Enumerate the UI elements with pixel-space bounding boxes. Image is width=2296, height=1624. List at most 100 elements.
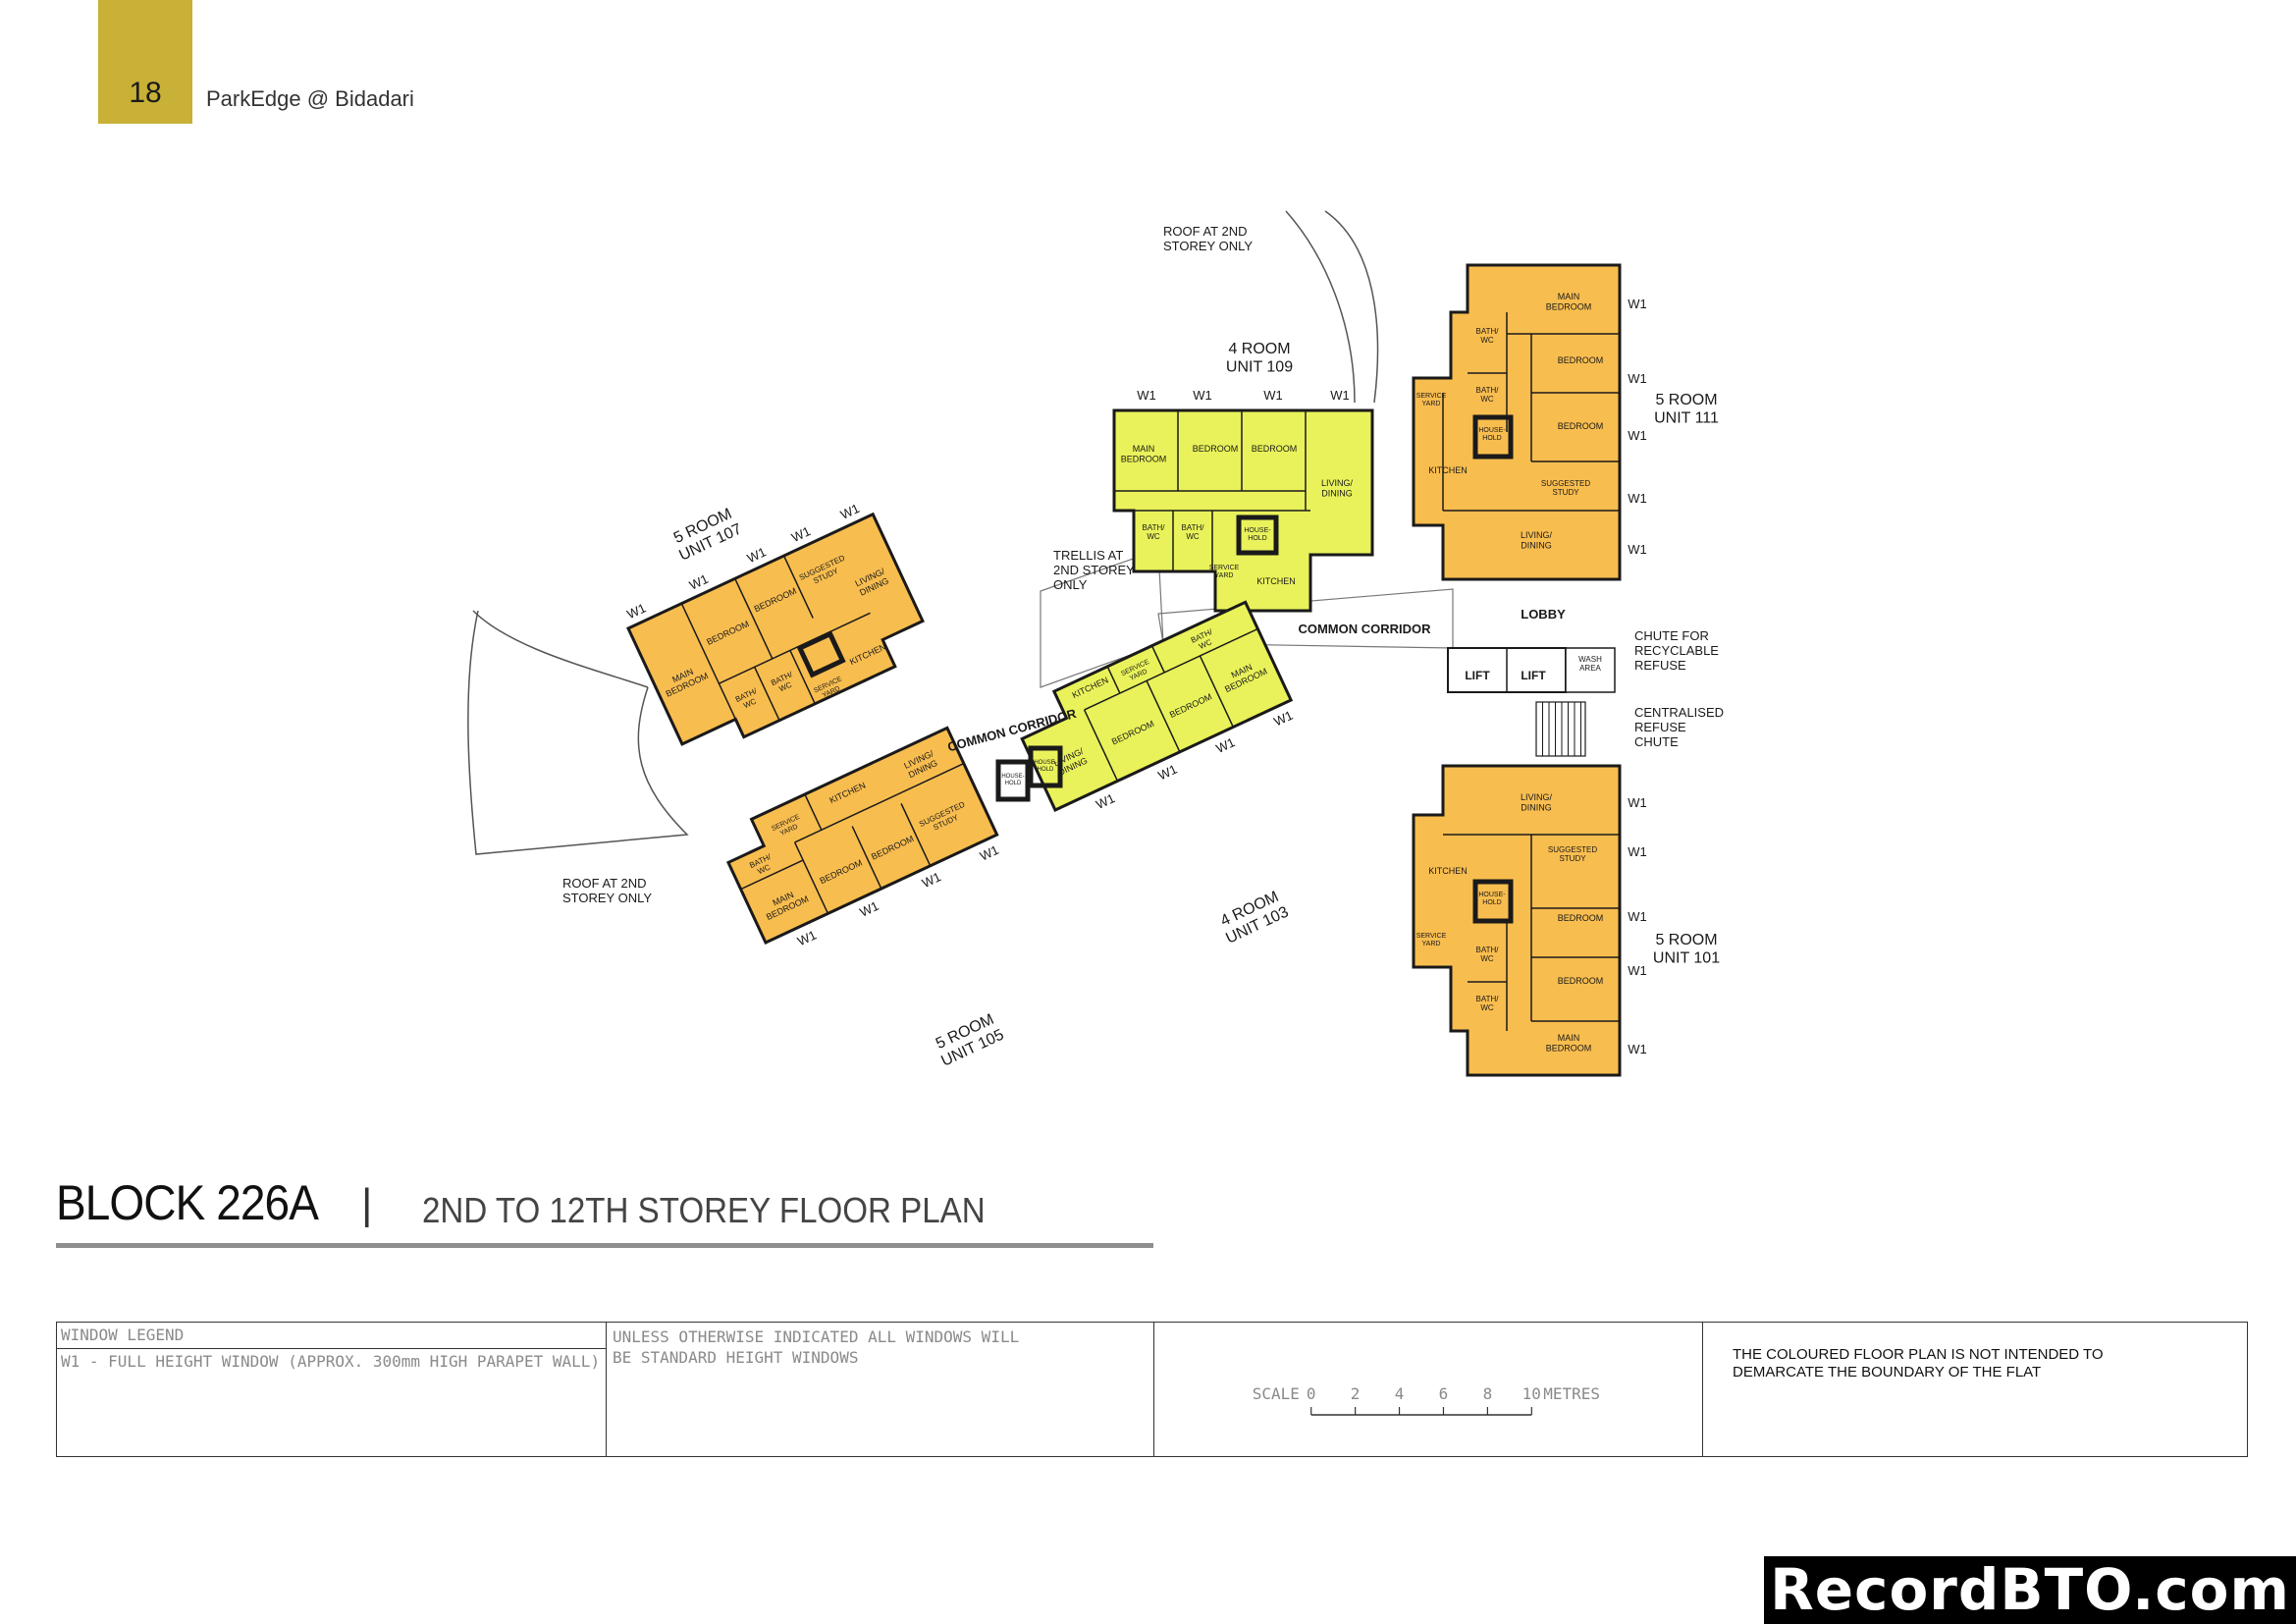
unit-101-room: KITCHEN — [1428, 866, 1468, 876]
unit-107-wall — [782, 555, 814, 619]
unit-111-room-line: SERVICE — [1416, 393, 1447, 400]
unit-107-window-line: W1 — [687, 571, 711, 593]
unit-101-room: BATH/WC — [1476, 995, 1500, 1012]
title-underline — [56, 1243, 1153, 1248]
unit-103-window-line: W1 — [1271, 708, 1295, 730]
unit-107-shelter — [796, 630, 846, 678]
unit-103-wall — [1083, 709, 1119, 782]
unit-107-window: W1 — [745, 544, 769, 566]
unit-103-label: 4 ROOMUNIT 103 — [1216, 888, 1292, 947]
unit-101-room-line: SERVICE — [1416, 933, 1447, 940]
unit-109-window: W1 — [1263, 388, 1283, 403]
shelter-label-line: HOUSE- — [1001, 774, 1024, 780]
unit-107-window-line: W1 — [789, 523, 813, 545]
unit-111-room: BATH/WC — [1476, 386, 1500, 404]
unit-111-room-line: BEDROOM — [1558, 355, 1604, 365]
unit-101-room-line: BEDROOM — [1558, 976, 1604, 986]
unit-101-room-line: WC — [1480, 1003, 1494, 1012]
unit-103-window: W1 — [1094, 790, 1117, 812]
unit-109-room-line: BATH/ — [1182, 523, 1205, 532]
roof-note-left-line: STOREY ONLY — [562, 891, 652, 905]
lift-label: LIFT — [1521, 669, 1546, 682]
unit-101-label-line: UNIT 101 — [1653, 949, 1720, 966]
unit-101-label-line: 5 ROOM — [1655, 932, 1717, 948]
unit-103-wall — [1199, 655, 1234, 728]
unit-109-room-line: YARD — [1215, 572, 1234, 579]
unit-111-label-line: 5 ROOM — [1655, 392, 1717, 408]
shelter-label-line: HOLD — [1005, 781, 1022, 786]
unit-107-label: 5 ROOMUNIT 107 — [669, 505, 745, 565]
scale-label: SCALE — [1253, 1384, 1300, 1403]
unit-101-window: W1 — [1628, 1042, 1647, 1056]
unit-107-window-line: W1 — [745, 544, 769, 566]
unit-107-outline — [626, 512, 925, 746]
unit-107-window-line: W1 — [624, 600, 648, 622]
unit-111-window: W1 — [1628, 542, 1647, 557]
chute-note-line: CHUTE FOR — [1634, 628, 1709, 643]
unit-109-room: LIVING/DINING — [1321, 478, 1354, 498]
unit-109-label-line: 4 ROOM — [1228, 341, 1290, 357]
unit-101-room-line: HOLD — [1482, 899, 1501, 906]
shelter-label: HOUSE-HOLD — [1001, 774, 1024, 786]
unit-105-window-line: W1 — [978, 842, 1001, 864]
unit-109-window-line: W1 — [1330, 388, 1350, 403]
unit-103-outline — [1020, 600, 1294, 812]
unit-101-room-line: HOUSE- — [1478, 892, 1506, 898]
shelter-box — [1028, 745, 1063, 788]
unit-105-wall — [900, 803, 932, 867]
common-corridor-label-line: COMMON CORRIDOR — [1298, 622, 1431, 636]
unit-101-window: W1 — [1628, 909, 1647, 924]
unit-101-room: HOUSE-HOLD — [1478, 892, 1506, 906]
unit-103-wall — [1084, 627, 1258, 711]
unit-111-window-line: W1 — [1628, 428, 1647, 443]
unit-107-window: W1 — [838, 501, 862, 522]
unit-105-window-line: W1 — [857, 898, 881, 920]
unit-109-room-line: BEDROOM — [1252, 444, 1298, 454]
chute-note-line: RECYCLABLE — [1634, 643, 1719, 658]
unit-101-room: BEDROOM — [1558, 976, 1604, 986]
disclaimer-cell: THE COLOURED FLOOR PLAN IS NOT INTENDED … — [1703, 1323, 2249, 1456]
unit-109-shelter — [1236, 514, 1279, 556]
roof-outline-top-2 — [1324, 210, 1379, 404]
unit-111-window: W1 — [1628, 297, 1647, 311]
unit-101-window-line: W1 — [1628, 963, 1647, 978]
unit-103-wall — [1106, 666, 1121, 694]
unit-111-room: BATH/WC — [1476, 327, 1500, 345]
unit-111-room-line: SUGGESTED — [1541, 479, 1590, 488]
unit-109-room: BATH/WC — [1182, 523, 1205, 541]
scale-tick-label: 2 — [1351, 1384, 1361, 1403]
standard-window-cell: UNLESS OTHERWISE INDICATED ALL WINDOWS W… — [607, 1323, 1154, 1456]
unit-103-window-line: W1 — [1094, 790, 1117, 812]
unit-111-room: KITCHEN — [1428, 465, 1468, 475]
unit-111-window: W1 — [1628, 491, 1647, 506]
unit-101-room-line: BATH/ — [1476, 995, 1500, 1003]
lobby-label: LOBBY — [1521, 607, 1566, 622]
unit-101-room-line: YARD — [1422, 941, 1441, 947]
unit-101-room-line: KITCHEN — [1428, 866, 1468, 876]
unit-103-wall — [1146, 680, 1181, 753]
unit-103-wall — [1150, 645, 1165, 674]
unit-111-room-line: BATH/ — [1476, 386, 1500, 395]
scale-tick-label: 8 — [1483, 1384, 1493, 1403]
roof-outline-left — [467, 610, 689, 855]
unit-111-room-line: BEDROOM — [1558, 421, 1604, 431]
unit-107-window-line: W1 — [838, 501, 862, 522]
roof-outline-left-top — [472, 610, 649, 688]
unit-111-window-line: W1 — [1628, 542, 1647, 557]
trellis-note-line: 2ND STOREY — [1053, 563, 1135, 577]
unit-109-room-line: HOUSE- — [1244, 527, 1271, 534]
scale-tick-label: 6 — [1439, 1384, 1449, 1403]
unit-105-window-line: W1 — [795, 927, 819, 948]
plan-subtitle: 2ND TO 12TH STOREY FLOOR PLAN — [422, 1190, 986, 1230]
unit-101-room-line: BATH/ — [1476, 946, 1500, 954]
